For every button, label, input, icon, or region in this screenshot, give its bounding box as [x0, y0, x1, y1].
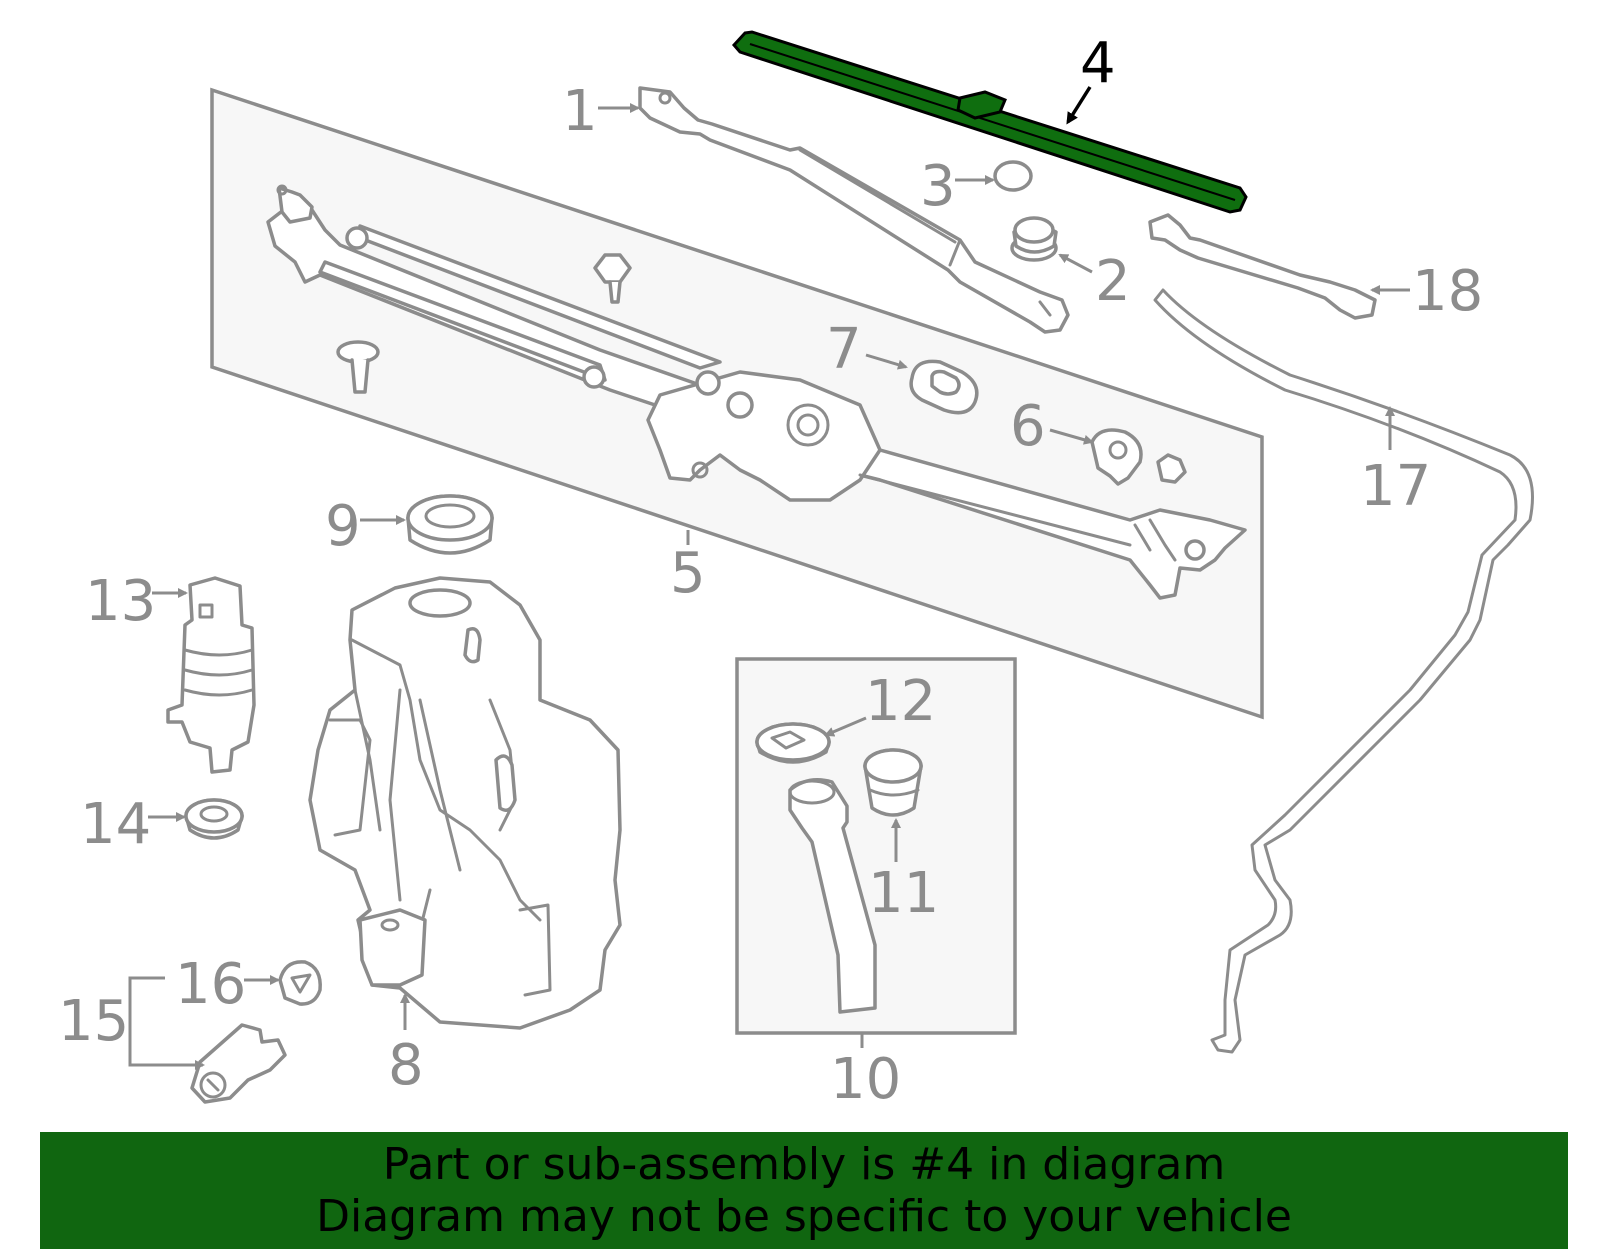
seal-part-9[interactable] [406, 494, 494, 555]
filler-neck-part-10[interactable] [788, 778, 877, 1014]
leader-2 [1058, 253, 1093, 274]
washer-pump-part-13[interactable] [166, 576, 256, 774]
grommet-part-14[interactable] [184, 798, 244, 840]
leader-7 [865, 353, 908, 370]
callout-13: 13 [85, 569, 156, 634]
leader-4 [1066, 86, 1092, 125]
wiper-blade-part-4[interactable] [731, 30, 1248, 214]
bolt-b [336, 340, 380, 394]
callout-4: 4 [1080, 31, 1116, 96]
callout-12: 12 [865, 669, 936, 734]
wiper-linkage-part-5[interactable] [266, 184, 1247, 600]
callout-6: 6 [1010, 394, 1046, 459]
callout-16: 16 [175, 952, 246, 1017]
bolt-a [593, 253, 632, 304]
banner-line-2: Diagram may not be specific to your vehi… [316, 1190, 1292, 1242]
cap-part-2[interactable] [1010, 216, 1058, 262]
callout-11: 11 [868, 861, 939, 926]
callout-3: 3 [920, 154, 956, 219]
cap-part-11[interactable] [863, 748, 923, 817]
washer-part-3[interactable] [993, 160, 1033, 192]
leader-12 [824, 716, 867, 737]
callout-14: 14 [80, 792, 151, 857]
nut-small [1156, 453, 1187, 484]
leader-15-bracket [128, 976, 200, 1067]
grommet-part-7[interactable] [909, 359, 979, 415]
wiper-blade-clip [956, 90, 1007, 120]
callout-1: 1 [562, 79, 598, 144]
callout-5: 5 [670, 541, 706, 606]
callout-2: 2 [1095, 249, 1131, 314]
callout-18: 18 [1412, 259, 1483, 324]
callout-15: 15 [58, 989, 129, 1054]
callout-17: 17 [1360, 454, 1431, 519]
info-banner: Part or sub-assembly is #4 in diagram Di… [40, 1132, 1568, 1249]
cap-part-12[interactable] [755, 722, 831, 764]
clip-part-16[interactable] [278, 960, 322, 1006]
level-sensor-part-15[interactable] [190, 1023, 287, 1104]
leader-6 [1049, 428, 1094, 445]
wiper-arm-part-1[interactable] [638, 86, 1070, 334]
nut-part-6[interactable] [1090, 428, 1143, 486]
banner-line-1: Part or sub-assembly is #4 in diagram [382, 1138, 1226, 1190]
callout-10: 10 [830, 1047, 901, 1112]
callout-9: 9 [325, 494, 361, 559]
callout-7: 7 [826, 317, 862, 382]
callout-8: 8 [388, 1033, 424, 1098]
nozzle-hose-part-18[interactable] [1148, 213, 1377, 320]
washer-reservoir-part-8[interactable] [308, 576, 622, 1030]
